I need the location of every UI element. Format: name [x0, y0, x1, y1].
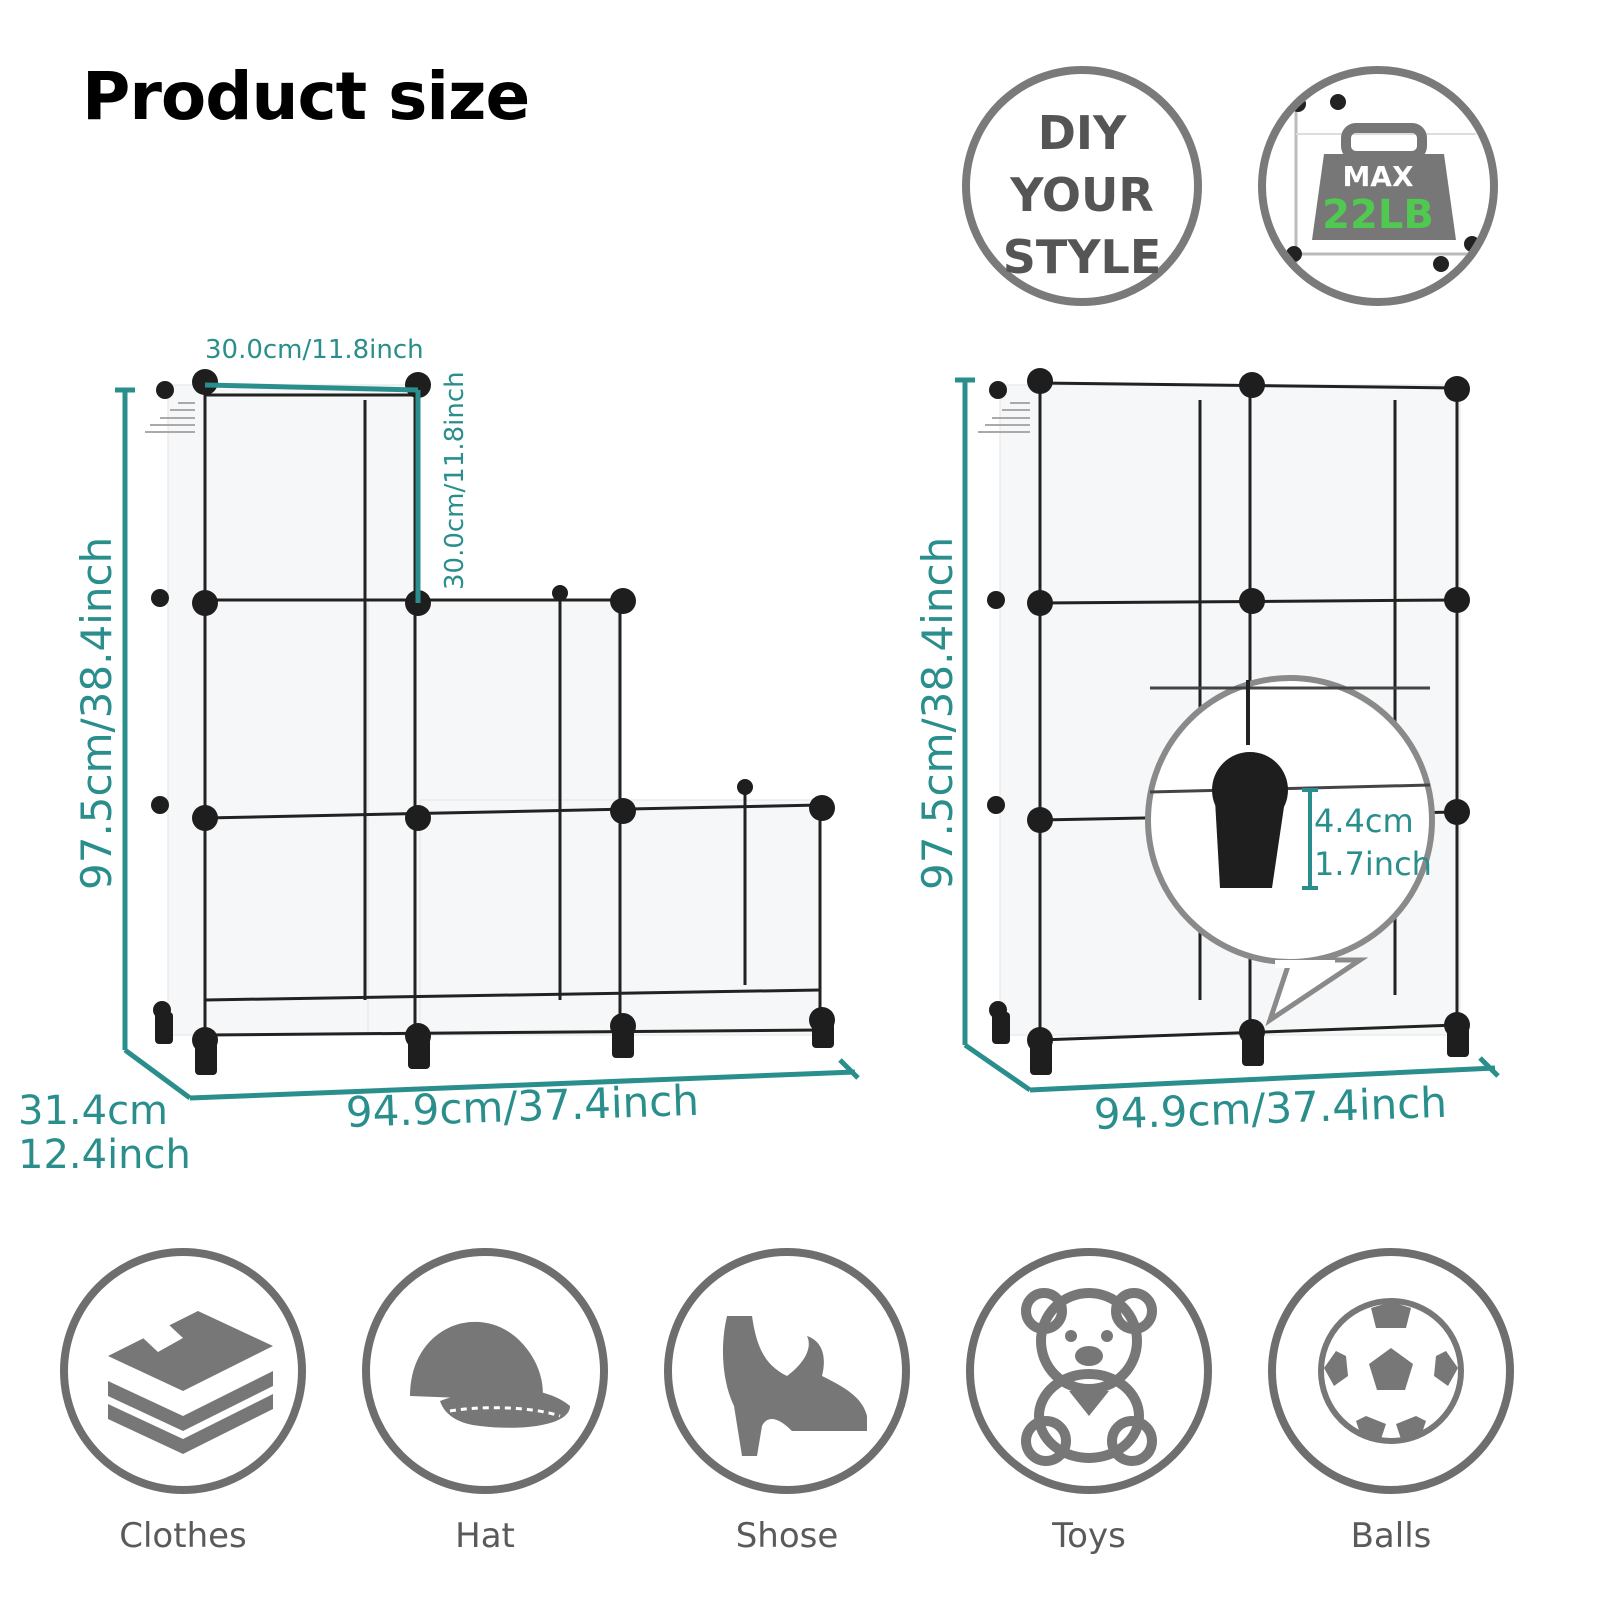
left-cube-width-label: 30.0cm/11.8inch — [205, 335, 424, 365]
foot-height-line-1: 4.4cm — [1314, 802, 1414, 840]
left-height-label: 97.5cm/38.4inch — [72, 536, 121, 890]
max-label: MAX — [1342, 160, 1414, 193]
max-weight-badge: MAX 22LB — [1258, 66, 1498, 306]
soccer-ball-icon — [1318, 1298, 1464, 1444]
diy-badge-text: DIY YOUR STYLE — [970, 102, 1194, 288]
right-height-label: 97.5cm/38.4inch — [913, 536, 962, 890]
diy-line-3: STYLE — [1002, 230, 1162, 284]
foot-height-line-2: 1.7inch — [1314, 845, 1432, 883]
diy-line-2: YOUR — [1010, 168, 1154, 222]
right-connectors — [987, 368, 1470, 1075]
toys-label: Toys — [1052, 1516, 1126, 1556]
hat-label: Hat — [455, 1516, 515, 1556]
toys-circle — [966, 1248, 1212, 1494]
diy-line-1: DIY — [1037, 106, 1127, 160]
clothes-label: Clothes — [119, 1516, 247, 1556]
left-staircase-shelf — [167, 384, 821, 1036]
teddy-bear-icon — [1021, 1288, 1157, 1466]
shoe-circle — [664, 1248, 910, 1494]
left-cube-height-label: 30.0cm/11.8inch — [440, 371, 470, 590]
balls-circle — [1268, 1248, 1514, 1494]
clothes-icon — [108, 1311, 273, 1454]
dimension-lines — [115, 377, 1500, 1101]
shoe-label: Shose — [735, 1516, 839, 1556]
balls-label: Balls — [1350, 1516, 1432, 1556]
hat-circle — [362, 1248, 608, 1494]
page-title: Product size — [82, 58, 530, 135]
left-connectors — [151, 369, 835, 1075]
left-depth-line-2: 12.4inch — [18, 1132, 191, 1178]
hat-icon — [410, 1321, 570, 1428]
clothes-circle — [60, 1248, 306, 1494]
max-value: 22LB — [1322, 192, 1434, 238]
foot-zoom-bubble — [1145, 675, 1435, 1027]
left-depth-line-1: 31.4cm — [18, 1088, 169, 1134]
diy-badge: DIY YOUR STYLE — [962, 66, 1202, 306]
shelf-illustration — [115, 368, 1500, 1101]
shoe-icon — [722, 1316, 867, 1456]
